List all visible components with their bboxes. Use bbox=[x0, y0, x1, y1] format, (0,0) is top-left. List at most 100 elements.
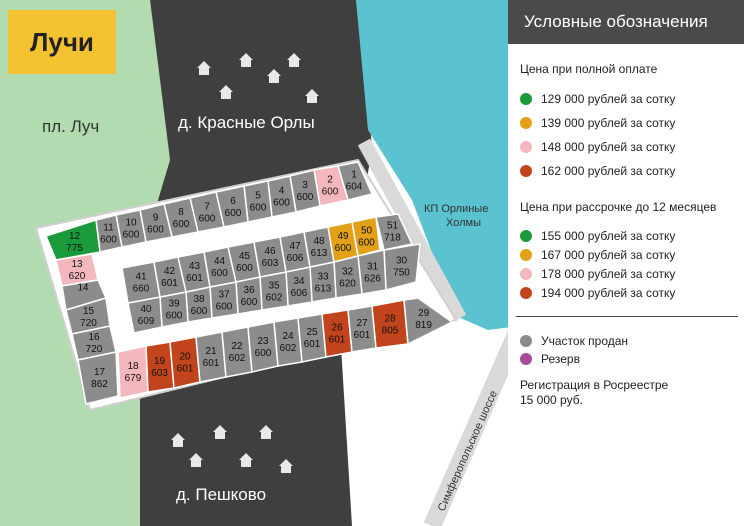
plot-number: 45 bbox=[239, 251, 251, 262]
plot-area: 600 bbox=[100, 235, 117, 246]
plot-number: 25 bbox=[306, 327, 318, 338]
plot-number: 39 bbox=[168, 299, 180, 310]
plot-area: 600 bbox=[358, 237, 375, 248]
full-payment-header: Цена при полной оплате bbox=[520, 62, 658, 76]
plot-area: 600 bbox=[255, 348, 272, 359]
plot-number: 47 bbox=[289, 241, 301, 252]
plot-area: 601 bbox=[304, 339, 321, 350]
plot-area: 601 bbox=[177, 363, 194, 374]
place-label-peshkovo: д. Пешково bbox=[176, 485, 266, 504]
color-dot-icon bbox=[520, 141, 532, 153]
plot-area: 600 bbox=[236, 263, 253, 274]
plot-area: 775 bbox=[66, 243, 83, 254]
plot-area: 601 bbox=[354, 330, 371, 341]
color-dot-icon bbox=[520, 287, 532, 299]
plot-number: 48 bbox=[313, 236, 325, 247]
plot-area: 600 bbox=[241, 297, 258, 308]
plot-area: 600 bbox=[211, 268, 228, 279]
color-dot-icon bbox=[520, 93, 532, 105]
plot-17[interactable] bbox=[77, 351, 119, 405]
plot-area: 720 bbox=[86, 344, 103, 355]
place-label-krasnye-orly: д. Красные Орлы bbox=[178, 113, 315, 132]
house-icon bbox=[305, 89, 319, 103]
plot-area: 862 bbox=[91, 379, 108, 390]
color-dot-icon bbox=[520, 335, 532, 347]
plot-number: 23 bbox=[257, 336, 269, 347]
color-dot-icon bbox=[520, 249, 532, 261]
plot-number: 50 bbox=[361, 225, 373, 236]
plot-number: 3 bbox=[302, 180, 308, 191]
legend-item-inst-2: 167 000 рублей за сотку bbox=[520, 248, 675, 262]
color-dot-icon bbox=[520, 353, 532, 365]
plot-50[interactable] bbox=[351, 216, 381, 257]
plot-22[interactable] bbox=[221, 326, 253, 378]
highway-road bbox=[423, 326, 527, 526]
house-icon bbox=[189, 453, 203, 467]
plot-number: 16 bbox=[88, 332, 100, 343]
legend-item-sold: Участок продан bbox=[520, 334, 628, 348]
plot-19[interactable] bbox=[145, 341, 175, 393]
plot-number: 41 bbox=[135, 272, 147, 283]
plot-number: 31 bbox=[367, 262, 379, 273]
color-dot-icon bbox=[520, 117, 532, 129]
plot-number: 36 bbox=[243, 285, 255, 296]
legend-panel: Условные обозначения Цена при полной опл… bbox=[508, 0, 744, 442]
place-label-luch: пл. Луч bbox=[42, 117, 99, 136]
plot-number: 26 bbox=[331, 322, 343, 333]
plot-39[interactable] bbox=[159, 291, 189, 328]
plot-area: 600 bbox=[123, 230, 140, 241]
plot-number: 13 bbox=[71, 259, 83, 270]
plot-area: 606 bbox=[287, 253, 304, 264]
plot-number: 4 bbox=[279, 186, 285, 197]
plot-area: 613 bbox=[315, 283, 332, 294]
plot-number: 5 bbox=[255, 191, 261, 202]
plot-area: 660 bbox=[133, 284, 150, 295]
house-icon bbox=[219, 85, 233, 99]
plot-number: 27 bbox=[356, 318, 368, 329]
plot-area: 600 bbox=[297, 192, 314, 203]
plot-group: 1604260036004600560066007600860096001060… bbox=[44, 161, 454, 405]
legend-item-full-1: 129 000 рублей за сотку bbox=[520, 92, 675, 106]
plot-area: 600 bbox=[225, 208, 242, 219]
color-dot-icon bbox=[520, 165, 532, 177]
plot-area: 602 bbox=[266, 292, 283, 303]
plot-12[interactable] bbox=[44, 219, 101, 261]
plot-area: 600 bbox=[191, 306, 208, 317]
plot-21[interactable] bbox=[195, 331, 227, 383]
plot-area: 601 bbox=[161, 278, 178, 289]
plot-number: 43 bbox=[189, 261, 201, 272]
plot-18[interactable] bbox=[117, 345, 149, 399]
house-icon bbox=[287, 53, 301, 67]
plot-area: 750 bbox=[393, 268, 410, 279]
plot-number: 17 bbox=[94, 367, 106, 378]
plot-number: 7 bbox=[204, 201, 210, 212]
plot-number: 24 bbox=[282, 331, 294, 342]
plot-number: 37 bbox=[218, 289, 230, 300]
plot-number: 19 bbox=[154, 356, 166, 367]
plot-number: 49 bbox=[337, 231, 349, 242]
map-title: Лучи bbox=[8, 10, 116, 74]
plot-area: 604 bbox=[346, 182, 363, 193]
house-icon bbox=[213, 425, 227, 439]
plot-24[interactable] bbox=[273, 317, 303, 367]
plot-area: 613 bbox=[311, 248, 328, 259]
house-icon bbox=[239, 453, 253, 467]
plot-area: 601 bbox=[203, 358, 220, 369]
plot-5[interactable] bbox=[243, 180, 273, 223]
plot-number: 1 bbox=[351, 170, 357, 181]
plot-number: 42 bbox=[164, 266, 176, 277]
plot-number: 8 bbox=[178, 207, 184, 218]
plot-number: 14 bbox=[77, 283, 89, 294]
house-icon bbox=[279, 459, 293, 473]
plot-27[interactable] bbox=[347, 305, 377, 353]
plot-number: 18 bbox=[127, 361, 139, 372]
plot-29[interactable] bbox=[403, 297, 454, 346]
house-icon bbox=[171, 433, 185, 447]
plot-area: 603 bbox=[262, 258, 279, 269]
plot-area: 805 bbox=[382, 326, 399, 337]
plot-area: 602 bbox=[280, 343, 297, 354]
plot-area: 819 bbox=[415, 320, 432, 331]
road bbox=[357, 138, 467, 322]
installment-header: Цена при рассрочке до 12 месяцев bbox=[520, 200, 717, 214]
plot-51[interactable] bbox=[375, 213, 414, 251]
